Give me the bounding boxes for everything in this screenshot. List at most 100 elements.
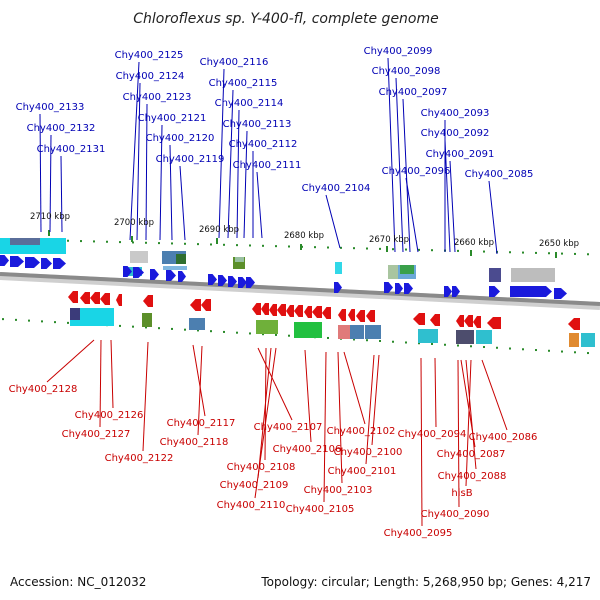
scale-tick [67, 239, 69, 242]
scale-tick [574, 351, 576, 354]
gene-arrow-reverse [143, 295, 153, 307]
scale-tick [145, 241, 147, 244]
major-tick [555, 252, 557, 258]
gene-label-chy400-2111: Chy400_2111 [233, 160, 302, 171]
gene-label-chy400-2105: Chy400_2105 [286, 504, 355, 515]
major-tick [386, 246, 388, 252]
gene-arrow-reverse [338, 309, 346, 321]
gene-label-chy400-2099: Chy400_2099 [364, 46, 433, 57]
map-title: Chloroflexus sp. Y-400-fl, complete geno… [133, 11, 439, 27]
label-leader-line [46, 339, 95, 383]
gene-label-chy400-2094: Chy400_2094 [398, 429, 467, 440]
scale-tick [483, 250, 485, 253]
label-leader-line [449, 160, 456, 253]
scale-tick [418, 342, 420, 345]
scale-tick [457, 344, 459, 347]
gene-arrow-reverse [100, 293, 110, 305]
gene-label-chy400-2119: Chy400_2119 [156, 154, 225, 165]
scale-tick [327, 336, 329, 339]
feature-block [338, 325, 350, 339]
gene-label-chy400-2112: Chy400_2112 [229, 139, 298, 150]
label-leader-line [488, 180, 498, 255]
gene-arrow-forward [178, 271, 186, 282]
scale-tick [275, 245, 277, 248]
scale-tick [405, 341, 407, 344]
label-leader-line [257, 347, 293, 421]
scale-tick [262, 333, 264, 336]
scale-tick [522, 251, 524, 254]
gene-label-chy400-2114: Chy400_2114 [215, 98, 284, 109]
scale-label: 2700 kbp [114, 218, 154, 228]
gene-arrow-forward [166, 270, 176, 281]
gene-label-chy400-2122: Chy400_2122 [105, 453, 174, 464]
label-leader-line [243, 130, 248, 239]
feature-block [70, 308, 80, 320]
gene-label-chy400-2085: Chy400_2085 [465, 169, 534, 180]
gene-arrow-reverse [487, 317, 501, 329]
major-tick [300, 244, 302, 250]
label-leader-line [387, 57, 396, 253]
feature-block [256, 320, 278, 334]
scale-tick [184, 242, 186, 245]
scale-label: 2650 kbp [539, 239, 579, 249]
gene-label-chy400-2108: Chy400_2108 [227, 462, 296, 473]
label-leader-line [142, 341, 149, 452]
scale-tick [197, 243, 199, 246]
genome-backbone [0, 272, 600, 310]
scale-tick [158, 242, 160, 245]
gene-arrow-reverse [356, 310, 365, 322]
scale-tick [223, 243, 225, 246]
gene-arrow-forward [10, 256, 24, 267]
label-leader-line [49, 134, 52, 233]
scale-tick [535, 251, 537, 254]
feature-block [569, 333, 579, 347]
label-leader-line [402, 98, 411, 253]
gene-label-chy400-2120: Chy400_2120 [146, 133, 215, 144]
feature-block [189, 318, 205, 330]
label-leader-line [343, 351, 366, 425]
genome-stats-text: Topology: circular; Length: 5,268,950 bp… [260, 575, 591, 589]
scale-tick [392, 340, 394, 343]
scale-tick [509, 251, 511, 254]
scale-tick [67, 321, 69, 324]
label-leader-line [236, 109, 240, 239]
gene-labels: Chy400_2133Chy400_2132Chy400_2131Chy400_… [9, 46, 538, 539]
scale-tick [379, 339, 381, 342]
label-leader-line [39, 113, 42, 233]
scale-tick [171, 327, 173, 330]
gene-label-chy400-2109: Chy400_2109 [220, 480, 289, 491]
gene-arrow-reverse [568, 318, 580, 330]
label-leader-line [481, 359, 508, 431]
gene-arrow-reverse [366, 310, 375, 322]
gene-label-chy400-2128: Chy400_2128 [9, 384, 78, 395]
scale-tick [496, 346, 498, 349]
label-leader-line [371, 354, 380, 446]
scale-tick [28, 319, 30, 322]
scale-tick [353, 338, 355, 341]
gene-arrow-forward [554, 288, 567, 299]
gene-arrow-reverse [464, 315, 473, 327]
gene-arrow-reverse [261, 303, 269, 315]
feature-block [365, 325, 381, 339]
scale-tick [574, 252, 576, 255]
scale-tick [249, 332, 251, 335]
gene-arrow-forward [228, 276, 237, 287]
gene-label-chy400-2095: Chy400_2095 [384, 528, 453, 539]
feature-block [400, 265, 414, 274]
gene-arrow-forward [238, 277, 247, 288]
feature-block [489, 268, 501, 282]
gene-arrow-reverse [322, 307, 331, 319]
gene-arrow-forward [218, 275, 227, 286]
scale-tick [340, 246, 342, 249]
scale-tick [262, 244, 264, 247]
gene-arrow-reverse [473, 316, 481, 328]
label-leader-line [257, 347, 272, 479]
scale-tick [587, 253, 589, 256]
gene-label-chy400-2132: Chy400_2132 [27, 123, 96, 134]
label-leader-line [365, 354, 375, 465]
gene-label-chy400-2092: Chy400_2092 [421, 128, 490, 139]
feature-block [163, 266, 187, 270]
label-leader-line [325, 194, 341, 249]
scale-tick [457, 249, 459, 252]
